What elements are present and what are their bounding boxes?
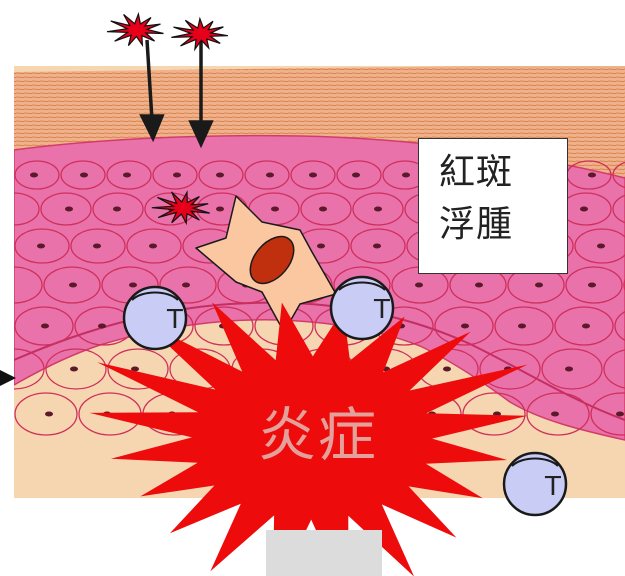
cell-nucleus <box>182 283 190 288</box>
cell-nucleus <box>588 283 596 288</box>
t-cell-label: T <box>160 305 190 335</box>
cell-nucleus <box>616 412 624 417</box>
cell-nucleus <box>518 324 526 329</box>
cell-nucleus <box>98 324 106 329</box>
cell-nucleus <box>415 283 423 288</box>
cell-nucleus <box>580 207 588 212</box>
cell-nucleus <box>443 367 451 372</box>
cell-nucleus <box>93 244 101 249</box>
cell-nucleus <box>352 173 360 178</box>
edema-label: 浮腫 <box>439 199 567 251</box>
erythema-label: 紅斑 <box>439 147 567 199</box>
cell-nucleus <box>123 173 131 178</box>
cell-nucleus <box>30 173 38 178</box>
inflammation-label: 炎症 <box>228 388 408 472</box>
right-arrow-icon <box>0 370 16 386</box>
t-cell-label: T <box>367 295 397 325</box>
symptom-label-box: 紅斑 浮腫 <box>418 138 568 274</box>
cell-nucleus <box>551 412 559 417</box>
cell-nucleus <box>216 173 224 178</box>
cell-nucleus <box>374 207 382 212</box>
cell-nucleus <box>37 244 45 249</box>
cell-nucleus <box>266 173 274 178</box>
cell-nucleus <box>271 207 279 212</box>
cell-nucleus <box>70 367 78 372</box>
cell-nucleus <box>309 173 317 178</box>
cell-nucleus <box>173 173 181 178</box>
cell-nucleus <box>45 412 53 417</box>
cell-nucleus <box>41 324 49 329</box>
cell-nucleus <box>597 244 605 249</box>
cell-nucleus <box>588 173 596 178</box>
cell-nucleus <box>565 367 573 372</box>
cell-nucleus <box>80 173 88 178</box>
cell-nucleus <box>3 207 11 212</box>
cell-nucleus <box>461 324 469 329</box>
cell-nucleus <box>475 283 483 288</box>
bottom-grey-block <box>266 530 382 576</box>
cell-nucleus <box>216 207 224 212</box>
cell-nucleus <box>129 283 137 288</box>
cell-nucleus <box>535 283 543 288</box>
cell-nucleus <box>373 244 381 249</box>
t-cell-label: T <box>538 472 568 502</box>
cell-nucleus <box>319 207 327 212</box>
cell-nucleus <box>317 244 325 249</box>
cell-nucleus <box>2 367 10 372</box>
cell-nucleus <box>149 244 157 249</box>
cell-nucleus <box>113 207 121 212</box>
cell-nucleus <box>69 283 77 288</box>
cell-nucleus <box>582 324 590 329</box>
cell-nucleus <box>402 173 410 178</box>
cell-nucleus <box>65 207 73 212</box>
cell-nucleus <box>2 283 10 288</box>
